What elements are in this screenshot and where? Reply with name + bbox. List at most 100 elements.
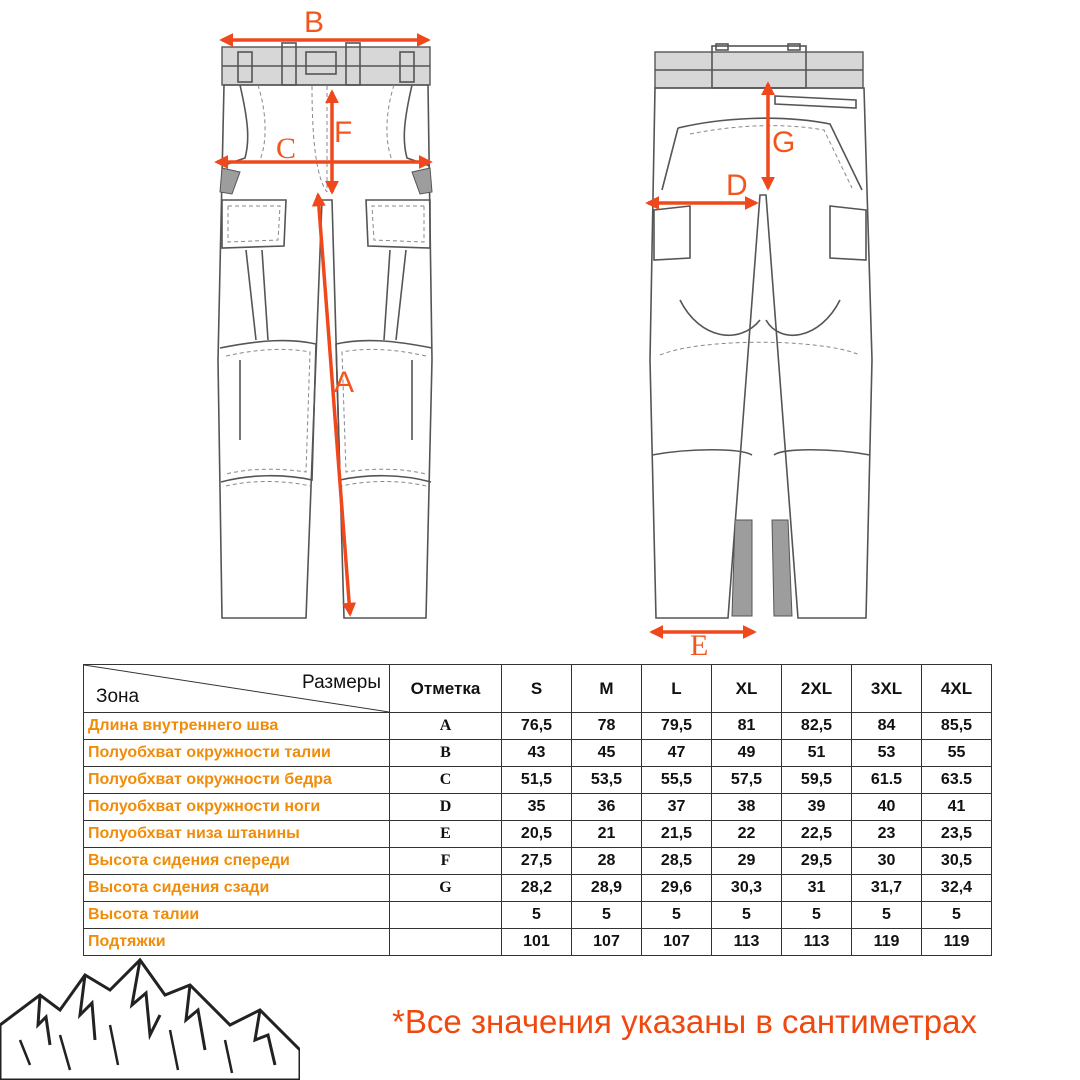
value-cell: 47 [641,739,712,767]
mark-cell: E [389,820,502,848]
mark-cell: G [389,874,502,902]
value-cell: 45 [571,739,642,767]
value-cell: 5 [711,901,782,929]
value-cell: 39 [781,793,852,821]
value-cell: 28,2 [501,874,572,902]
zone-cell: Длина внутреннего шва [83,712,390,740]
corner-zone-label: Зона [96,686,140,707]
footnote: *Все значения указаны в сантиметрах [392,1003,977,1040]
value-cell: 30,3 [711,874,782,902]
value-cell: 61.5 [851,766,922,794]
value-cell: 22 [711,820,782,848]
label-c: C [276,132,296,165]
value-cell: 51 [781,739,852,767]
value-cell: 30,5 [921,847,992,875]
label-a: A [334,366,354,399]
value-cell: 107 [571,928,642,956]
value-cell: 55 [921,739,992,767]
mark-cell: C [389,766,502,794]
mark-cell [389,928,502,956]
size-header: 3XL [851,664,922,713]
size-header: 2XL [781,664,852,713]
value-cell: 107 [641,928,712,956]
size-header: M [571,664,642,713]
value-cell: 28,5 [641,847,712,875]
value-cell: 21 [571,820,642,848]
value-cell: 79,5 [641,712,712,740]
size-header: L [641,664,712,713]
value-cell: 31,7 [851,874,922,902]
value-cell: 36 [571,793,642,821]
value-cell: 63.5 [921,766,992,794]
back-view: G D E [645,43,873,662]
mark-cell: F [389,847,502,875]
value-cell: 53,5 [571,766,642,794]
value-cell: 113 [711,928,782,956]
value-cell: 76,5 [501,712,572,740]
label-b: B [304,6,324,39]
value-cell: 82,5 [781,712,852,740]
value-cell: 113 [781,928,852,956]
value-cell: 53 [851,739,922,767]
zone-cell: Высота сидения спереди [83,847,390,875]
value-cell: 5 [851,901,922,929]
value-cell: 101 [501,928,572,956]
value-cell: 35 [501,793,572,821]
pants-diagrams: B C F A G D E [214,6,873,662]
value-cell: 28 [571,847,642,875]
value-cell: 5 [571,901,642,929]
mark-cell [389,901,502,929]
zone-cell: Полуобхват окружности ноги [83,793,390,821]
value-cell: 81 [711,712,782,740]
value-cell: 51,5 [501,766,572,794]
mark-header: Отметка [389,664,502,713]
zone-cell: Высота талии [83,901,390,929]
front-view: B C F A [214,6,433,619]
zone-cell: Полуобхват окружности талии [83,739,390,767]
value-cell: 57,5 [711,766,782,794]
mark-cell: A [389,712,502,740]
zone-cell: Полуобхват низа штанины [83,820,390,848]
value-cell: 32,4 [921,874,992,902]
value-cell: 38 [711,793,782,821]
value-cell: 59,5 [781,766,852,794]
value-cell: 29 [711,847,782,875]
value-cell: 49 [711,739,782,767]
value-cell: 5 [501,901,572,929]
value-cell: 37 [641,793,712,821]
label-g: G [772,126,795,159]
value-cell: 22,5 [781,820,852,848]
size-header: S [501,664,572,713]
value-cell: 20,5 [501,820,572,848]
value-cell: 5 [781,901,852,929]
label-d: D [726,169,748,202]
mark-cell: D [389,793,502,821]
value-cell: 21,5 [641,820,712,848]
size-table: Размеры Зона Отметка S M L XL 2XL 3XL 4X… [83,664,992,956]
size-header: XL [711,664,782,713]
value-cell: 78 [571,712,642,740]
value-cell: 43 [501,739,572,767]
corner-cell: Размеры Зона [83,664,390,713]
mountain-logo-icon [0,957,300,1080]
value-cell: 40 [851,793,922,821]
value-cell: 23 [851,820,922,848]
value-cell: 119 [921,928,992,956]
value-cell: 55,5 [641,766,712,794]
value-cell: 119 [851,928,922,956]
size-header: 4XL [921,664,992,713]
value-cell: 28,9 [571,874,642,902]
value-cell: 31 [781,874,852,902]
value-cell: 29,6 [641,874,712,902]
value-cell: 41 [921,793,992,821]
value-cell: 5 [641,901,712,929]
zone-cell: Подтяжки [83,928,390,956]
